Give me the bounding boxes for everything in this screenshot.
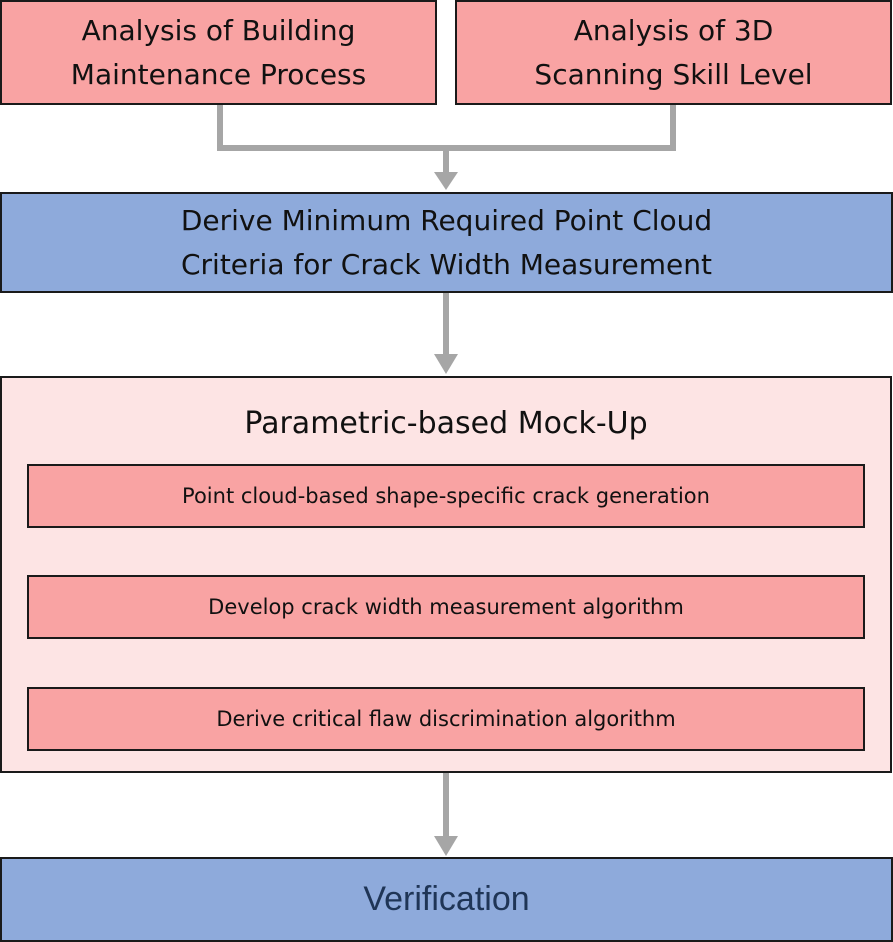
- arrow-derive-to-mockup-head: [434, 354, 458, 374]
- merge-arrow-head: [434, 172, 458, 190]
- arrow-mockup-to-verification-head: [434, 836, 458, 856]
- merge-connector: [217, 105, 676, 151]
- mockup-step-2: Develop crack width measurement algorith…: [27, 575, 865, 639]
- box-text-line: Maintenance Process: [70, 57, 367, 91]
- mockup-step-1: Point cloud-based shape-specific crack g…: [27, 464, 865, 528]
- box-text-line: Criteria for Crack Width Measurement: [180, 247, 712, 281]
- mockup-panel-title: Parametric-based Mock-Up: [244, 406, 648, 441]
- box-text-line: Scanning Skill Level: [534, 57, 813, 91]
- box-text-line: Derive Minimum Required Point Cloud: [180, 203, 713, 237]
- mockup-step-3: Derive critical flaw discrimination algo…: [27, 687, 865, 751]
- step-label: Derive critical flaw discrimination algo…: [216, 707, 676, 731]
- box-text-line: Analysis of 3D: [573, 13, 774, 47]
- step-label: Develop crack width measurement algorith…: [208, 595, 684, 619]
- verification-box: Verification: [0, 857, 893, 942]
- verification-label: Verification: [363, 880, 530, 918]
- analysis-3d-scanning-box: Analysis of 3D Scanning Skill Level: [455, 0, 892, 105]
- analysis-building-maintenance-box: Analysis of Building Maintenance Process: [0, 0, 437, 105]
- box-text-line: Analysis of Building: [81, 13, 356, 47]
- derive-criteria-box: Derive Minimum Required Point Cloud Crit…: [0, 192, 893, 293]
- step-label: Point cloud-based shape-specific crack g…: [182, 484, 710, 508]
